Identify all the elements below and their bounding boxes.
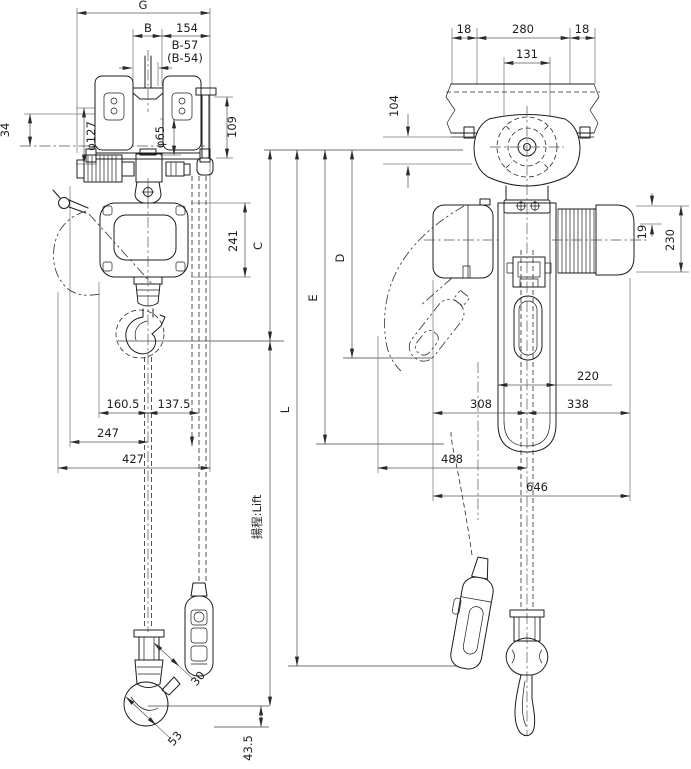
dim-131-label: 131 (516, 47, 538, 61)
chain-guide-block (506, 256, 552, 361)
load-chain-side (520, 106, 534, 735)
dim-488-label: 488 (441, 452, 463, 466)
dim-19: 19 (635, 193, 655, 240)
cable-support-bracket (195, 87, 217, 176)
dim-241-label: 241 (226, 230, 240, 252)
dim-308: 308 (432, 397, 528, 416)
hook-lowered-front (123, 629, 181, 727)
dim-b57: B-57 (B-54) (119, 38, 203, 71)
dim-241: 241 (226, 202, 248, 278)
hook-lowered-side (505, 609, 549, 737)
dim-109-label: 109 (225, 116, 239, 138)
dim-d-label: D (333, 253, 347, 262)
dim-247: 247 (69, 426, 149, 445)
dim-e: E (306, 149, 328, 445)
dim-280-label: 280 (512, 22, 534, 36)
dim-34: 34 (0, 113, 33, 147)
dim-lift: 揚程:Lift (250, 340, 273, 707)
dim-308-label: 308 (470, 397, 492, 411)
dim-c: C (251, 149, 273, 342)
dim-280: 280 (476, 22, 571, 41)
dim-b: B (132, 21, 163, 39)
dim-247-label: 247 (97, 426, 119, 440)
dim-137-5-label: 137.5 (158, 397, 191, 411)
dim-43-5-label: 43.5 (241, 735, 255, 761)
dim-338-label: 338 (567, 397, 589, 411)
pendant-front (184, 582, 214, 677)
control-box-side (419, 198, 494, 307)
dim-220-label: 220 (577, 369, 599, 383)
side-view (384, 83, 648, 737)
dim-phi127-label: φ127 (84, 121, 98, 151)
dim-18-left-label: 18 (457, 22, 472, 36)
dim-g: G (76, 0, 211, 16)
dim-131: 131 (503, 47, 551, 66)
dim-b-label: B (144, 21, 152, 35)
body-swing-phantom (52, 189, 153, 296)
dim-646-label: 646 (526, 480, 548, 494)
front-view (52, 50, 217, 727)
dim-34-label: 34 (0, 123, 12, 138)
dim-l: L (278, 149, 300, 667)
dim-338: 338 (526, 397, 631, 416)
pendant-side (450, 431, 494, 670)
dim-b57-label: B-57 (172, 38, 199, 52)
hoist-body-front (99, 202, 189, 278)
dim-43-5: 43.5 (241, 705, 264, 761)
dim-427: 427 (57, 452, 211, 471)
dim-e-label: E (306, 294, 320, 301)
dim-427-label: 427 (122, 452, 144, 466)
dim-phi65: φ65 (153, 118, 177, 156)
dim-104: 104 (387, 95, 411, 188)
dim-109: 109 (224, 96, 239, 159)
dim-154: 154 (161, 21, 211, 39)
dim-b54-label: (B-54) (167, 51, 203, 65)
dim-phi65-label: φ65 (153, 126, 167, 148)
pendant-cables-front (189, 176, 207, 583)
hook-raised-front (115, 276, 166, 359)
dim-154-label: 154 (176, 21, 198, 35)
dim-230: 230 (663, 205, 684, 273)
dim-c-label: C (251, 242, 265, 250)
dim-18-left: 18 (451, 22, 478, 41)
dim-g-label: G (139, 0, 148, 12)
dim-18-right: 18 (569, 22, 596, 41)
dim-phi127: φ127 (81, 107, 98, 165)
swing-phantom-side (384, 205, 479, 520)
dim-160-5: 160.5 (98, 397, 149, 416)
dim-220: 220 (497, 369, 599, 388)
dim-104-label: 104 (387, 95, 401, 117)
hand-chain-wheel (76, 148, 191, 183)
dim-l-label: L (278, 406, 292, 413)
dim-230-label: 230 (663, 229, 677, 251)
dim-18-right-label: 18 (575, 22, 590, 36)
dim-160-5-label: 160.5 (107, 397, 140, 411)
dim-137-5: 137.5 (147, 397, 200, 416)
load-chain-front (144, 50, 152, 632)
dim-53-label: 53 (165, 728, 185, 748)
dim-lift-label: 揚程:Lift (250, 494, 264, 539)
dim-19-label: 19 (635, 225, 649, 240)
dim-488: 488 (377, 452, 528, 471)
dim-646: 646 (432, 480, 631, 499)
dim-d: D (333, 149, 355, 359)
